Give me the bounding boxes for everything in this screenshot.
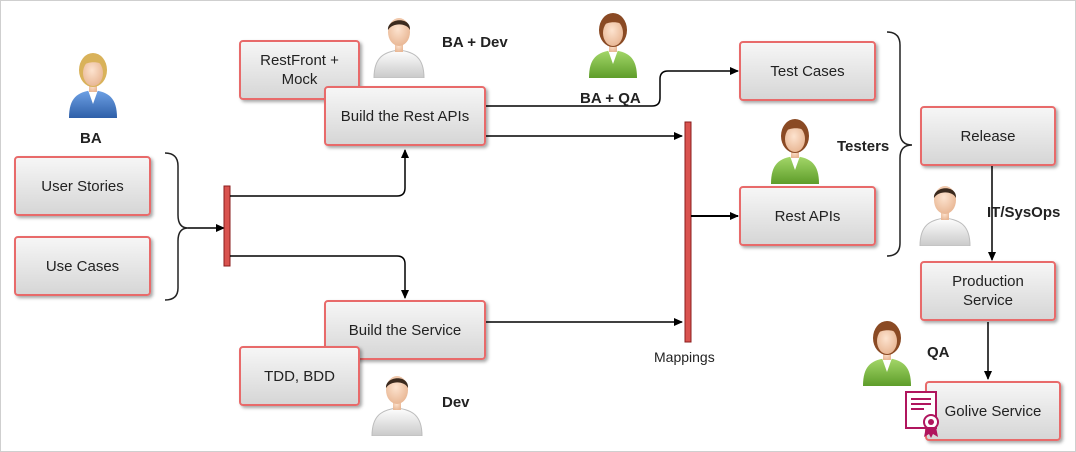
fork-bar-left [223, 185, 231, 267]
user-stories-label: User Stories [41, 177, 124, 195]
tdd-bdd-label: TDD, BDD [264, 367, 335, 385]
male-white-person-icon [368, 8, 430, 78]
use-cases-box[interactable]: Use Cases [14, 236, 151, 296]
golive-service-box[interactable]: Golive Service [925, 381, 1061, 441]
production-line2: Service [962, 292, 1014, 309]
ba-qa-label: BA + QA [580, 90, 641, 107]
build-rest-apis-box[interactable]: Build the Rest APIs [324, 86, 486, 146]
restfront-mock-box[interactable]: RestFront + Mock [239, 40, 360, 100]
testers-brace [886, 31, 913, 257]
female-green-person-icon [856, 316, 918, 386]
left-brace [164, 152, 189, 301]
mappings-bar [684, 121, 692, 343]
fork-to-rest-arrow [230, 149, 409, 197]
restfront-mock-label: RestFront + Mock [260, 51, 339, 89]
it-sysops-label: IT/SysOps [987, 204, 1061, 221]
tdd-bdd-box[interactable]: TDD, BDD [239, 346, 360, 406]
ba-dev-label: BA + Dev [442, 34, 508, 51]
dev-label: Dev [442, 394, 470, 411]
production-line1: Production [952, 273, 1024, 290]
qa-label: QA [927, 344, 950, 361]
build-service-label: Build the Service [348, 321, 462, 339]
female-green-person-icon [764, 114, 826, 184]
male-white-person-icon [914, 176, 976, 246]
ba-label: BA [80, 130, 102, 147]
rest-to-testcases-arrow [486, 67, 739, 107]
golive-service-label: Golive Service [944, 402, 1042, 420]
user-stories-box[interactable]: User Stories [14, 156, 151, 216]
rest-apis-box[interactable]: Rest APIs [739, 186, 876, 246]
mappings-label: Mappings [654, 349, 715, 365]
fork-to-service-arrow [230, 255, 409, 299]
rest-apis-label: Rest APIs [774, 207, 841, 225]
test-cases-box[interactable]: Test Cases [739, 41, 876, 101]
male-white-person-icon [366, 366, 428, 436]
restfront-line1: RestFront + [260, 52, 339, 69]
test-cases-label: Test Cases [770, 62, 845, 80]
certificate-icon [905, 391, 939, 438]
use-cases-label: Use Cases [45, 257, 120, 275]
release-label: Release [960, 127, 1016, 145]
restfront-line2: Mock [281, 71, 318, 88]
release-box[interactable]: Release [920, 106, 1056, 166]
build-rest-apis-label: Build the Rest APIs [340, 107, 470, 125]
testers-label: Testers [837, 138, 890, 155]
female-blue-person-icon [62, 48, 124, 118]
female-green-person-icon [582, 8, 644, 78]
